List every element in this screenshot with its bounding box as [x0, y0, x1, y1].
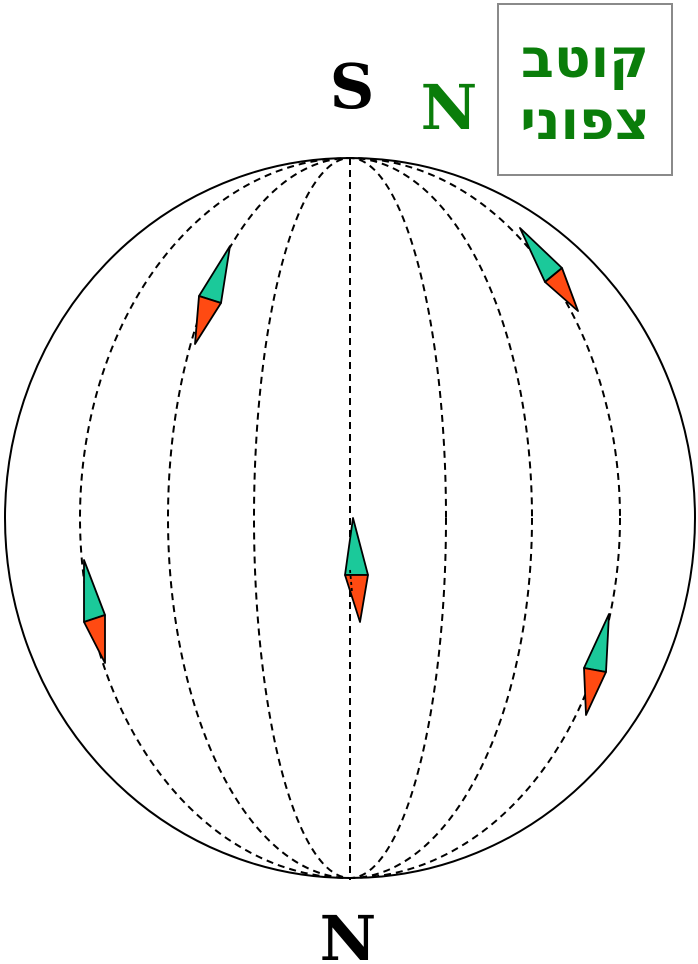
needle-north-half	[199, 246, 230, 303]
compass-upper-left	[195, 246, 230, 344]
needle-south-half	[584, 668, 606, 715]
compass-needles	[84, 228, 609, 715]
needle-south-half	[84, 615, 105, 663]
legend-pole-letter: N	[421, 71, 478, 144]
compass-center	[345, 518, 368, 622]
needle-south-half	[345, 575, 368, 622]
compass-right	[584, 614, 609, 715]
top-pole-label: S	[330, 50, 375, 123]
legend-line-1: קוטב	[521, 28, 649, 90]
compass-left	[84, 560, 105, 663]
legend-line-2: צפוני	[520, 90, 650, 152]
legend-box: קוטב צפוני	[497, 3, 673, 176]
needle-north-half	[84, 560, 105, 622]
bottom-pole-label: N	[320, 902, 377, 964]
needle-north-half	[345, 518, 368, 575]
needle-south-half	[195, 296, 221, 344]
needle-north-half	[584, 614, 609, 672]
